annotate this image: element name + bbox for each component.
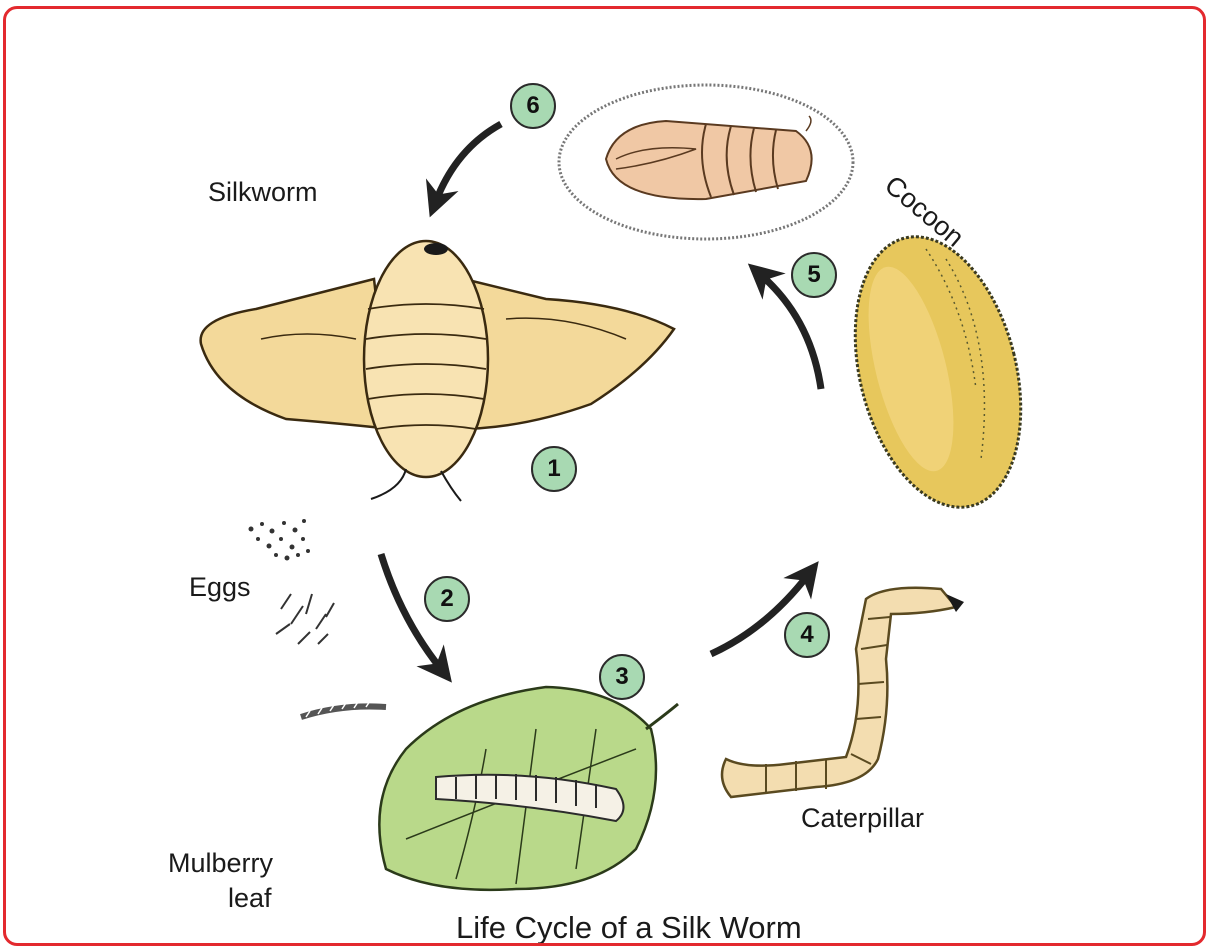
life-cycle-illustration [6, 9, 1206, 946]
step-1-badge: 1 [531, 446, 577, 492]
label-silkworm: Silkworm [208, 176, 318, 210]
label-eggs: Eggs [189, 571, 251, 605]
hatchlings-drawing [276, 594, 386, 717]
label-mulberry-line1: Mulberry [168, 847, 273, 881]
mulberry-leaf-drawing [379, 687, 678, 890]
step-4-badge: 4 [784, 612, 830, 658]
cocoon-drawing [829, 219, 1047, 525]
step-5-badge: 5 [791, 252, 837, 298]
arrow-6-to-silkworm [436, 124, 501, 201]
step-6-badge: 6 [510, 83, 556, 129]
diagram-title: Life Cycle of a Silk Worm [456, 909, 802, 946]
moth-drawing [201, 241, 674, 501]
diagram-frame: 6 5 1 2 3 4 Silkworm Cocoon Eggs Caterpi… [3, 6, 1206, 946]
label-mulberry-line2: leaf [228, 882, 272, 916]
eggs-drawing [249, 519, 311, 561]
step-2-badge: 2 [424, 576, 470, 622]
label-caterpillar: Caterpillar [801, 802, 924, 836]
step-3-badge: 3 [599, 654, 645, 700]
caterpillar-drawing [722, 588, 964, 797]
pupa-drawing [559, 85, 853, 239]
